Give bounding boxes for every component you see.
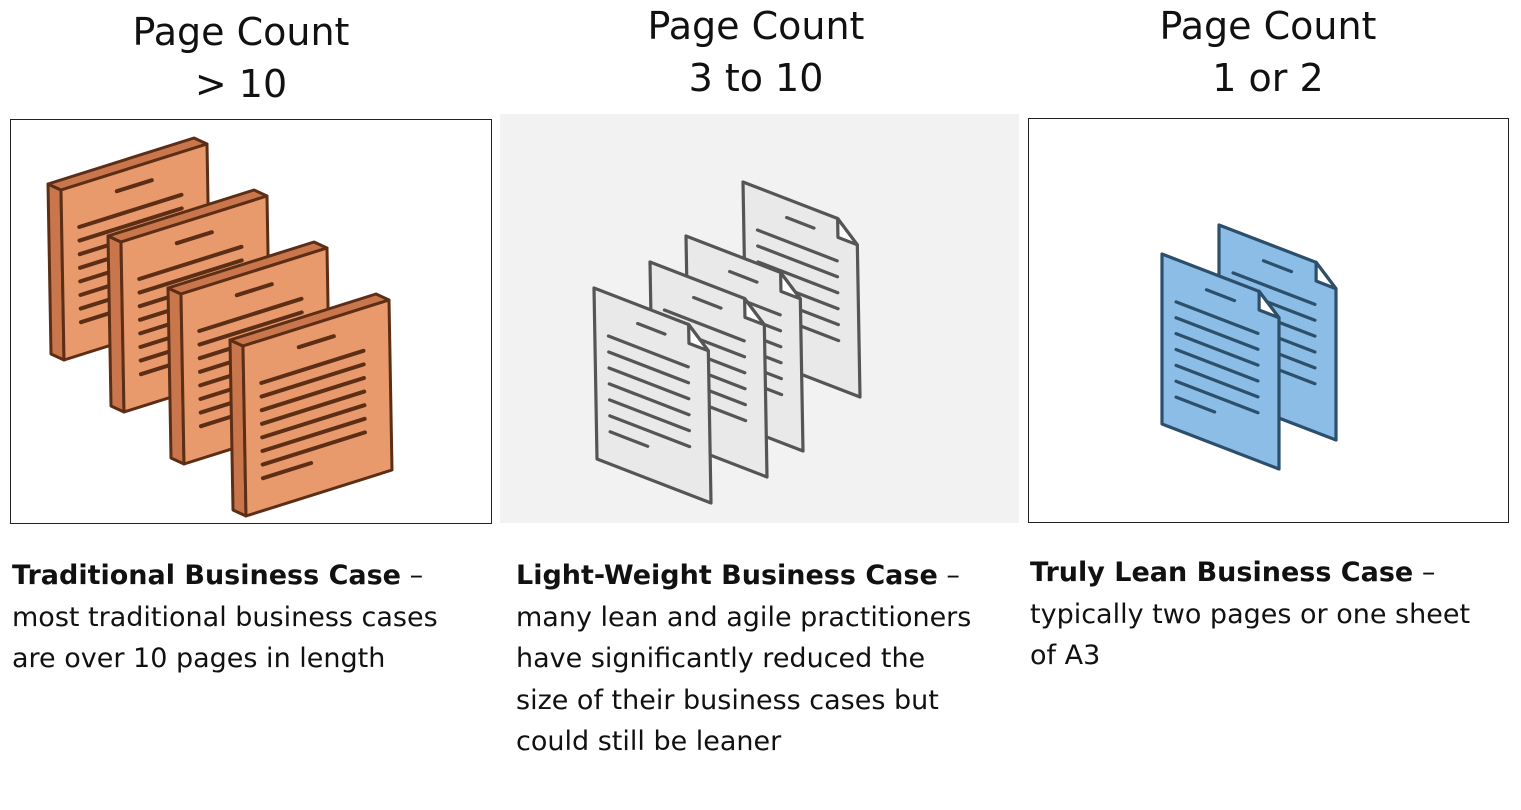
light-weight-case-panel xyxy=(500,114,1019,523)
document-pages-icon xyxy=(592,180,862,505)
column-2-heading-line1: Page Count xyxy=(647,4,865,48)
column-1-desc-dash: – xyxy=(401,560,424,591)
column-2-description: Light-Weight Business Case – many lean a… xyxy=(516,555,986,763)
column-3-desc-text: typically two pages or one sheet of A3 xyxy=(1030,598,1471,672)
column-3-heading-line2: 1 or 2 xyxy=(1212,56,1324,100)
column-3-description: Truly Lean Business Case – typically two… xyxy=(1030,552,1500,677)
column-1-desc-text: most traditional business cases are over… xyxy=(12,601,438,675)
blue-page-2 xyxy=(1160,252,1281,471)
two-pages-icon xyxy=(1160,223,1338,471)
column-3-desc-title: Truly Lean Business Case xyxy=(1030,557,1414,588)
thick-document-stack-icon xyxy=(46,136,394,518)
column-2-desc-title: Light-Weight Business Case xyxy=(516,560,938,591)
column-3-heading: Page Count 1 or 2 xyxy=(1068,0,1468,104)
truly-lean-case-panel xyxy=(1028,118,1509,523)
column-1-description: Traditional Business Case – most traditi… xyxy=(12,555,482,680)
column-3-desc-dash: – xyxy=(1413,557,1436,588)
column-1-heading: Page Count > 10 xyxy=(41,6,441,110)
column-2-heading: Page Count 3 to 10 xyxy=(556,0,956,104)
column-3-heading-line1: Page Count xyxy=(1159,4,1377,48)
page-4 xyxy=(592,286,713,505)
column-1-heading-line2: > 10 xyxy=(194,62,288,106)
column-2-desc-dash: – xyxy=(937,560,960,591)
column-1-heading-line1: Page Count xyxy=(132,10,350,54)
traditional-case-panel xyxy=(10,119,492,524)
column-2-heading-line2: 3 to 10 xyxy=(688,56,824,100)
column-1-desc-title: Traditional Business Case xyxy=(12,560,401,591)
book-4 xyxy=(228,292,394,518)
column-2-desc-text: many lean and agile practitioners have s… xyxy=(516,601,972,758)
